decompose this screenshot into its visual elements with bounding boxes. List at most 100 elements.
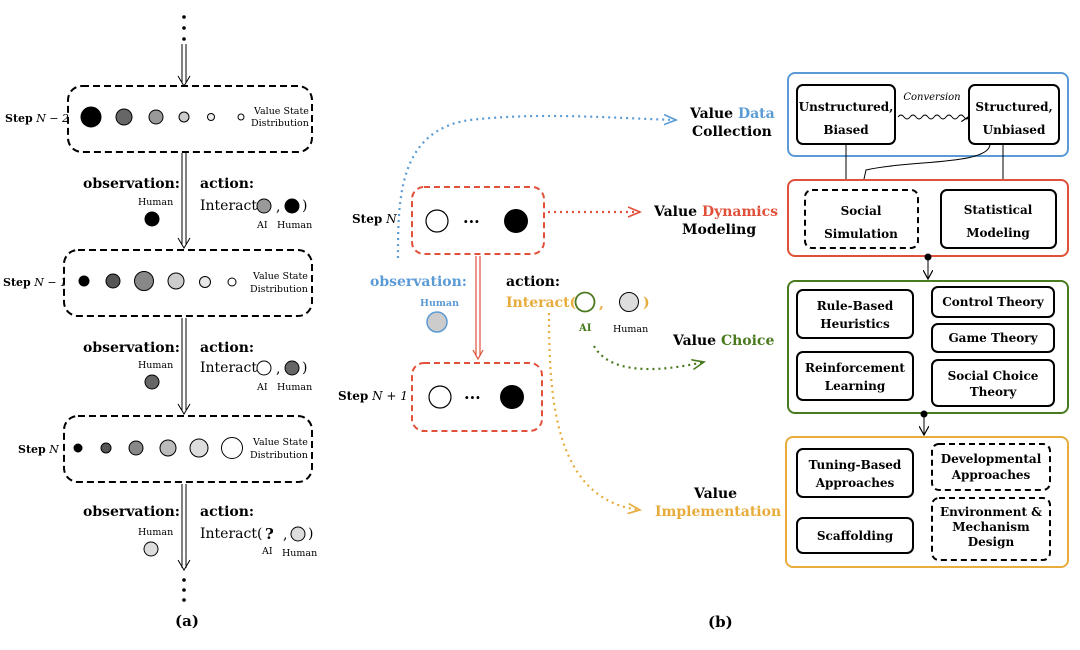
unstructured-label: Unstructured,	[799, 100, 894, 114]
observation-label: observation:	[83, 340, 180, 356]
dist-label: Value State	[252, 271, 308, 282]
target-dynamics-modeling: Value Dynamics	[653, 204, 778, 220]
svg-text:,: ,	[276, 361, 280, 377]
action-label: action:	[200, 504, 254, 520]
step-row-n-minus-2: Step N − 2 Value State Distribution	[5, 85, 313, 153]
environment-mechanism-label: Environment &	[940, 505, 1042, 519]
svg-text:): )	[643, 295, 650, 311]
svg-text:Theory: Theory	[970, 385, 1018, 399]
arrow-choice	[593, 345, 704, 369]
svg-text:): )	[308, 526, 313, 542]
dist-label: Distribution	[251, 118, 309, 129]
svg-text:AI: AI	[256, 382, 268, 393]
svg-text:Approaches: Approaches	[815, 476, 895, 490]
conversion-arrow	[897, 114, 969, 119]
transition-3: observation: Human action: Interact( ? ,…	[83, 504, 317, 559]
developmental-label: Developmental	[941, 452, 1042, 466]
tuning-based-label: Tuning-Based	[809, 458, 902, 472]
svg-text:Modeling: Modeling	[966, 226, 1030, 240]
svg-text:AI: AI	[261, 546, 273, 557]
double-arrow-2	[177, 318, 191, 415]
svg-text:AI: AI	[578, 323, 592, 334]
step-n1-box	[411, 362, 543, 432]
human-label: Human	[138, 360, 173, 371]
svg-text:Approaches: Approaches	[951, 468, 1031, 482]
social-simulation-label: Social	[841, 204, 882, 218]
statistical-modeling-label: Statistical	[964, 203, 1033, 217]
right-column: Unstructured, Biased Conversion Structur…	[785, 72, 1069, 568]
caption-b: (b)	[708, 613, 733, 631]
svg-text:Human: Human	[420, 298, 459, 309]
svg-text:Heuristics: Heuristics	[820, 317, 890, 331]
arrow-implementation	[547, 312, 640, 510]
structured-label: Structured,	[975, 100, 1052, 114]
svg-text:Simulation: Simulation	[824, 227, 898, 241]
svg-text:Human: Human	[277, 382, 312, 393]
svg-text:Human: Human	[613, 324, 648, 335]
observation-label: observation:	[83, 504, 180, 520]
double-arrow-top	[177, 44, 191, 87]
transition-1: observation: Human action: Interact( , )…	[83, 176, 312, 231]
human-label: Human	[138, 197, 173, 208]
svg-text:Collection: Collection	[692, 124, 772, 140]
arrow-data-collection	[396, 116, 676, 259]
reinforcement-learning-label: Reinforcement	[805, 361, 905, 375]
dist-label: Distribution	[250, 450, 308, 461]
social-choice-theory-label: Social Choice	[948, 369, 1039, 383]
svg-text:Mechanism: Mechanism	[952, 520, 1030, 534]
svg-text:···: ···	[463, 212, 480, 231]
interact-label: Interact(	[200, 198, 262, 214]
human-label: Human	[138, 527, 173, 538]
svg-text:Design: Design	[968, 535, 1015, 549]
svg-text:Biased: Biased	[823, 123, 869, 137]
double-arrow-red	[472, 256, 484, 361]
svg-text:): )	[302, 198, 307, 214]
panel-a: Step N − 2 Value State Distribution obse…	[3, 15, 317, 630]
double-arrow-3	[177, 484, 191, 571]
dist-label: Distribution	[250, 284, 308, 295]
svg-text:AI: AI	[256, 220, 268, 231]
step-n1-label: Step N + 1	[338, 389, 408, 403]
conversion-label: Conversion	[903, 92, 960, 103]
target-implementation: Value	[693, 486, 737, 502]
interact-label-b: Interact(	[506, 295, 576, 311]
svg-text:,: ,	[599, 296, 604, 312]
rule-based-label: Rule-Based	[817, 299, 894, 313]
step-label: Step N − 1	[3, 276, 67, 289]
panel-b: Step N ··· observation: Human action: In…	[338, 106, 781, 631]
svg-text:Implementation: Implementation	[655, 504, 781, 520]
transition-2: observation: Human action: Interact( , )…	[83, 340, 312, 393]
svg-text:Modeling: Modeling	[682, 222, 756, 238]
bottom-ellipsis	[182, 578, 186, 602]
svg-text:Learning: Learning	[825, 379, 886, 393]
control-theory-label: Control Theory	[942, 295, 1045, 309]
svg-text:Human: Human	[277, 220, 312, 231]
observation-label-b: observation:	[370, 274, 467, 290]
dist-label: Value State	[253, 106, 309, 117]
interact-label: Interact(	[200, 360, 262, 376]
svg-text:···: ···	[464, 388, 481, 407]
svg-text:Unbiased: Unbiased	[983, 123, 1046, 137]
double-arrow-1	[177, 153, 191, 249]
action-label: action:	[200, 340, 254, 356]
step-n-box	[411, 186, 545, 255]
step-row-n-minus-1: Step N − 1 Value State Distribution	[3, 249, 313, 317]
target-value-choice: Value Choice	[672, 333, 774, 349]
unknown-ai-mark: ?	[265, 525, 274, 543]
svg-text:,: ,	[283, 527, 287, 543]
action-label-b: action:	[506, 274, 560, 290]
step-n-label: Step N	[352, 212, 397, 226]
step-row-n: Step N Value State Distribution	[18, 415, 313, 483]
interact-label: Interact(	[200, 526, 262, 542]
game-theory-label: Game Theory	[948, 331, 1038, 345]
svg-text:,: ,	[276, 199, 280, 215]
svg-text:): )	[302, 360, 307, 376]
caption-a: (a)	[175, 612, 199, 630]
observation-label: observation:	[83, 176, 180, 192]
svg-text:Human: Human	[282, 548, 317, 559]
step-label: Step N	[18, 443, 59, 456]
scaffolding-label: Scaffolding	[817, 529, 894, 543]
top-ellipsis	[182, 15, 186, 41]
step-label: Step N − 2	[5, 112, 69, 125]
